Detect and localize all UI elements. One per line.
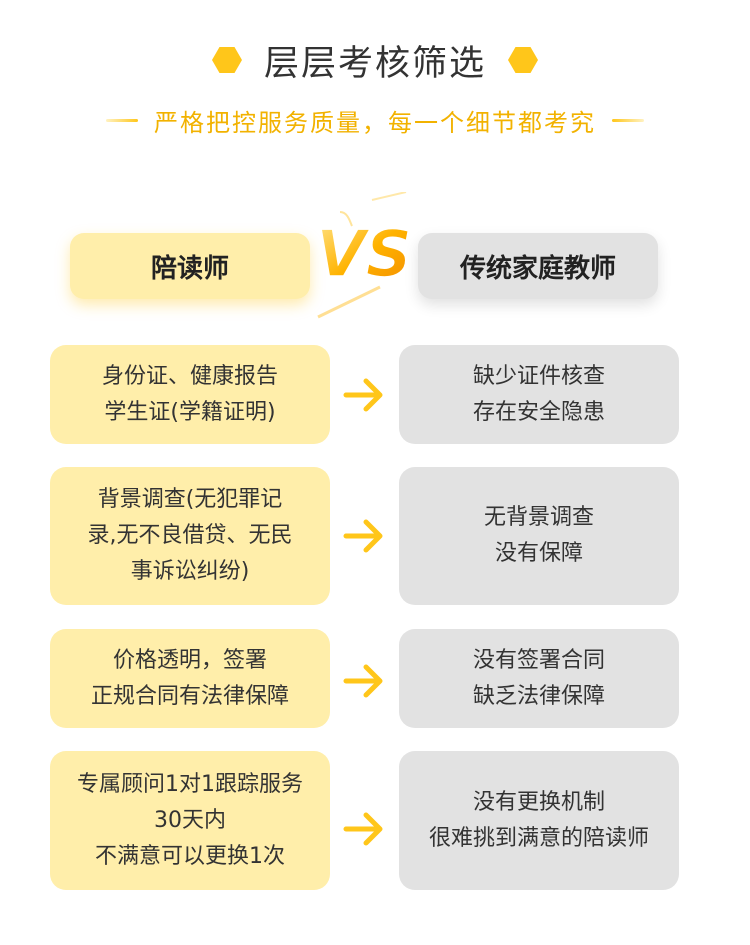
row-1-right-line-1: 缺少证件核查 — [472, 363, 605, 389]
subtitle-line-left — [106, 118, 138, 122]
row-4-right-card: 没有更换机制 很难挑到满意的陪读师 — [399, 751, 679, 890]
row-3-left-card: 价格透明，签署 正规合同有法律保障 — [50, 629, 330, 728]
row-1-left-card: 身份证、健康报告 学生证(学籍证明) — [50, 345, 330, 444]
row-2-left-line-3: 事诉讼纠纷) — [130, 559, 250, 584]
vs-text: VS — [316, 218, 412, 292]
hexagon-right-icon — [508, 47, 538, 73]
row-1-left-line-1: 身份证、健康报告 — [101, 363, 278, 389]
row-1-left-line-2: 学生证(学籍证明) — [104, 399, 276, 425]
row-1-right-line-2: 存在安全隐患 — [472, 399, 605, 425]
row-2-left-line-2: 录,无不良借贷、无民 — [87, 523, 293, 548]
row-2-arrow-icon — [343, 519, 383, 553]
page-title: 层层考核筛选 — [263, 43, 486, 84]
row-3-left-line-1: 价格透明，签署 — [112, 647, 267, 673]
row-2-right-line-1: 无背景调查 — [483, 505, 594, 530]
row-4-left-line-1: 专属顾问1对1跟踪服务 — [77, 771, 303, 797]
row-3-right-card: 没有签署合同 缺乏法律保障 — [399, 629, 679, 728]
row-3-right-line-2: 缺乏法律保障 — [472, 683, 605, 709]
row-4-left-card: 专属顾问1对1跟踪服务 30天内 不满意可以更换1次 — [50, 751, 330, 890]
compare-left-label: 陪读师 — [70, 233, 310, 299]
row-2-right-line-2: 没有保障 — [494, 541, 583, 566]
row-4-right-line-1: 没有更换机制 — [472, 789, 605, 815]
row-1-right-card: 缺少证件核查 存在安全隐患 — [399, 345, 679, 444]
row-2-left-line-1: 背景调查(无犯罪记 — [97, 487, 283, 512]
title-row: 层层考核筛选 — [0, 30, 750, 90]
row-4-left-line-3: 不满意可以更换1次 — [95, 843, 285, 869]
row-4-left-line-2: 30天内 — [154, 807, 226, 833]
row-2-left-card: 背景调查(无犯罪记 录,无不良借贷、无民 事诉讼纠纷) — [50, 467, 330, 605]
subtitle-row: 严格把控服务质量，每一个细节都考究 — [0, 102, 750, 138]
compare-right-label: 传统家庭教师 — [418, 233, 658, 299]
row-3-arrow-icon — [343, 664, 383, 698]
hexagon-left-icon — [211, 47, 242, 73]
vs-icon: VS — [315, 192, 413, 319]
row-3-left-line-2: 正规合同有法律保障 — [90, 683, 289, 709]
row-1-arrow-icon — [343, 378, 383, 412]
row-3-right-line-1: 没有签署合同 — [472, 647, 605, 673]
row-4-right-line-2: 很难挑到满意的陪读师 — [428, 825, 649, 851]
header: 层层考核筛选 严格把控服务质量，每一个细节都考究 — [0, 30, 750, 138]
subtitle-line-right — [612, 118, 644, 122]
row-2-right-card: 无背景调查 没有保障 — [399, 467, 679, 605]
row-4-arrow-icon — [343, 812, 383, 846]
page-subtitle: 严格把控服务质量，每一个细节都考究 — [154, 108, 596, 137]
